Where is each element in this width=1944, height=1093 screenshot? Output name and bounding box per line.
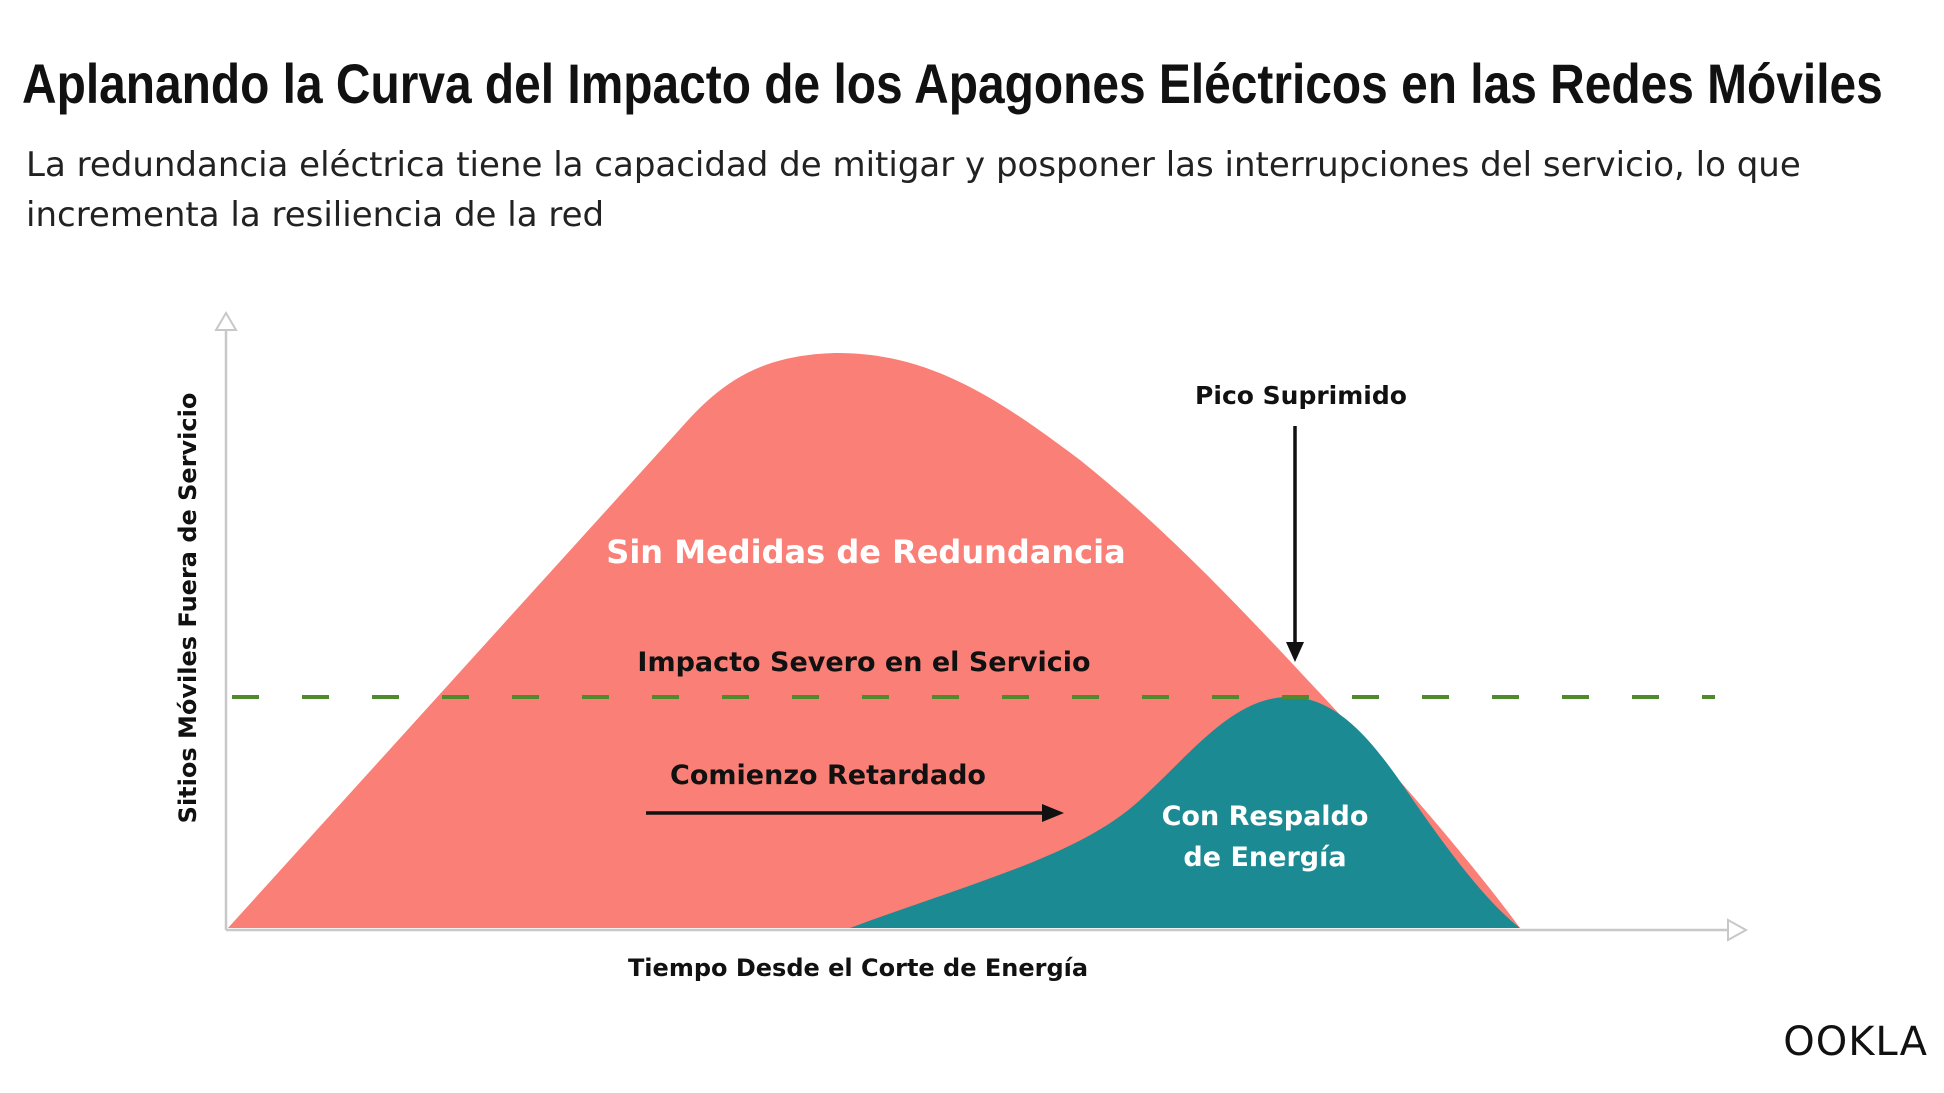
delayed-start-label: Comienzo Retardado	[670, 760, 986, 791]
curve-without-redundancy-label: Sin Medidas de Redundancia	[606, 533, 1125, 571]
suppressed-peak-label: Pico Suprimido	[1195, 381, 1407, 410]
severe-impact-label: Impacto Severo en el Servicio	[637, 647, 1090, 678]
page-subtitle: La redundancia eléctrica tiene la capaci…	[26, 145, 1801, 235]
page-title: Aplanando la Curva del Impacto de los Ap…	[22, 52, 1883, 115]
y-axis-arrowhead-icon	[214, 311, 238, 331]
y-axis-label: Sitios Móviles Fuera de Servicio	[174, 393, 202, 824]
x-axis-label: Tiempo Desde el Corte de Energía	[628, 954, 1088, 982]
x-axis-arrowhead-icon	[1727, 918, 1749, 942]
ookla-logo: OOKLA	[1783, 1019, 1928, 1065]
curve-with-backup	[850, 696, 1520, 928]
delayed-start-arrowhead-icon	[1042, 804, 1064, 822]
curve-with-backup-label-line2: de Energía	[1183, 842, 1346, 873]
curve-with-backup-label-line1: Con Respaldo	[1162, 801, 1369, 832]
suppressed-peak-arrowhead-icon	[1286, 642, 1304, 662]
